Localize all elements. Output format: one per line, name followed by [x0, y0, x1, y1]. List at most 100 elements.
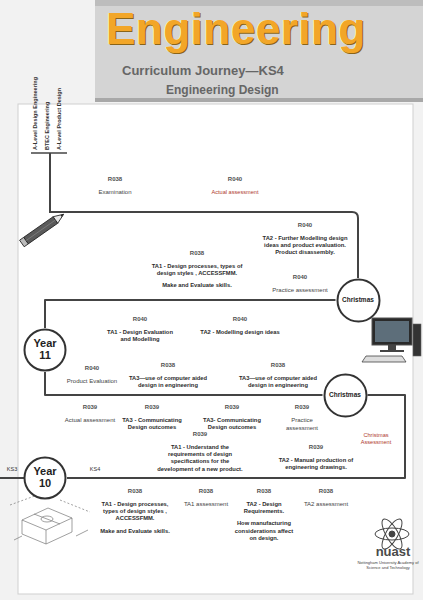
label-group: R039TA2 - Manual production of engineeri… — [278, 444, 354, 471]
label-group: R040Actual assessment — [200, 176, 270, 196]
stage-circle: Christmas — [336, 278, 381, 323]
text-label: R039 — [63, 404, 118, 411]
text-label: R040 — [195, 316, 285, 323]
text-label: R038 — [126, 362, 211, 369]
header-band — [95, 0, 423, 102]
label-group: R039TA3- Communicating Design outcomes — [201, 404, 263, 431]
route-connector — [45, 300, 336, 328]
circle-label: Year 11 — [30, 338, 60, 361]
text-label: R039 — [201, 404, 263, 411]
page-title: Engineering — [106, 4, 366, 54]
subtitle: Engineering Design — [166, 83, 279, 97]
option-bracket — [31, 152, 67, 154]
circle-shape — [25, 458, 66, 499]
text-label: Make and Evaluate skills. — [150, 282, 245, 289]
circle-text-wrap: Christmas — [323, 373, 368, 418]
circle-text-wrap: Christmas — [336, 278, 381, 323]
text-label: KS3 — [2, 466, 22, 473]
text-label: How manufacturing considerations affect … — [232, 520, 296, 541]
text-label: TA3- Communicating Design outcomes — [201, 417, 263, 431]
text-label: Examination — [80, 189, 150, 196]
label-group: R038TA1 - Design processes, types of des… — [150, 250, 245, 290]
label-group: KS4 — [83, 466, 107, 473]
text-label: Actual assessment — [63, 417, 118, 424]
text-label: R038 — [150, 250, 245, 257]
text-label: R040 — [200, 176, 270, 183]
label-group: R040TA2 - Further Modelling design ideas… — [261, 222, 349, 257]
circle-shape — [324, 374, 366, 416]
text-label: R038 — [232, 488, 296, 495]
text-label: Actual assessment — [200, 189, 270, 196]
text-label: TA2 - Design Requirements. — [232, 501, 296, 515]
text-label: TA2 - Modelling design ideas — [195, 329, 285, 336]
label-group: R039Actual assessment — [63, 404, 118, 425]
pencil-icon — [20, 211, 66, 247]
text-label: R038 — [236, 362, 321, 369]
text-label: R038 — [299, 488, 353, 495]
subtitle: Curriculum Journey—KS4 — [122, 63, 284, 78]
text-label: R040 — [105, 316, 175, 323]
circle-label: Christmas — [326, 392, 364, 399]
circle-text-wrap: Year 10 — [23, 456, 67, 500]
text-label: Practice assessment — [275, 417, 330, 432]
logo-name: nuast — [366, 545, 420, 559]
label-group: R040Product Evaluation — [66, 365, 118, 386]
label-group: Christmas Assessment — [357, 432, 395, 446]
text-label: R040 — [265, 274, 335, 281]
header-rule — [95, 98, 423, 102]
text-label: R039 — [275, 404, 330, 411]
label-group: R040TA1 - Design Evaluation and Modellin… — [105, 316, 175, 343]
text-label: R038 — [178, 488, 234, 495]
logo-tagline: Nottingham University Academy of Science… — [356, 561, 420, 570]
label-group: R038TA3—use of computer aided design in … — [126, 362, 211, 389]
content-frame — [18, 104, 413, 594]
pathway-option: A-Level Product Design — [56, 88, 63, 150]
text-label: Practice assessment — [265, 287, 335, 294]
label-group: R038TA1 - Design processes, types of des… — [97, 488, 173, 535]
text-label: Product Evaluation — [66, 378, 118, 385]
pathway-option: BTEC Engineering — [44, 102, 51, 150]
computer-icon — [362, 318, 421, 362]
stage-circle: Year 11 — [23, 328, 67, 372]
circle-text-wrap: Year 11 — [23, 328, 67, 372]
text-label: TA2 - Further Modelling design ideas and… — [261, 235, 349, 256]
label-group: R039Practice assessment — [275, 404, 330, 432]
text-label: TA3 - Communicating Design outcomes — [119, 417, 185, 431]
text-label: R038 — [97, 488, 173, 495]
text-label: TA3—use of computer aided design in engi… — [236, 375, 321, 389]
circle-label: Year 10 — [30, 466, 60, 489]
text-label: TA3—use of computer aided design in engi… — [126, 375, 211, 389]
text-label: TA1 - Design processes, types of design … — [150, 263, 245, 277]
label-group: R039TA1 - Understand the requirements of… — [154, 431, 246, 473]
text-label: TA1 assessment — [178, 501, 234, 508]
text-label: R040 — [261, 222, 349, 229]
text-label: R039 — [119, 404, 185, 411]
text-label: R040 — [66, 365, 118, 372]
route-line — [50, 153, 358, 278]
label-group: R038TA1 assessment — [178, 488, 234, 509]
text-label: TA2 - Manual production of engineering d… — [278, 457, 354, 471]
label-group: R038Examination — [80, 176, 150, 197]
stage-circle: Year 10 — [23, 456, 67, 500]
text-label: R038 — [80, 176, 150, 183]
text-label: Make and Evaluate skills. — [97, 528, 173, 535]
label-group: R038TA2 - Design Requirements. How manufa… — [232, 488, 296, 542]
text-label: Christmas Assessment — [357, 432, 395, 446]
stage-circle: Christmas — [323, 373, 368, 418]
circle-label: Christmas — [339, 297, 377, 304]
text-label: TA1 - Design Evaluation and Modelling — [105, 329, 175, 343]
circle-shape — [25, 330, 66, 371]
text-label: KS4 — [83, 466, 107, 473]
label-group: R040Practice assessment — [265, 274, 335, 295]
route-line — [0, 477, 25, 479]
label-group: R039TA3 - Communicating Design outcomes — [119, 404, 185, 431]
label-group: KS3 — [2, 466, 22, 473]
text-label: R039 — [278, 444, 354, 451]
text-label: TA1 - Understand the requirements of des… — [154, 444, 246, 472]
pathway-option: A-Level Design Engineering — [32, 77, 39, 150]
text-label: R039 — [154, 431, 246, 438]
text-label: TA1 - Design processes, types of design … — [97, 501, 173, 522]
sketch-drawing — [10, 494, 90, 544]
